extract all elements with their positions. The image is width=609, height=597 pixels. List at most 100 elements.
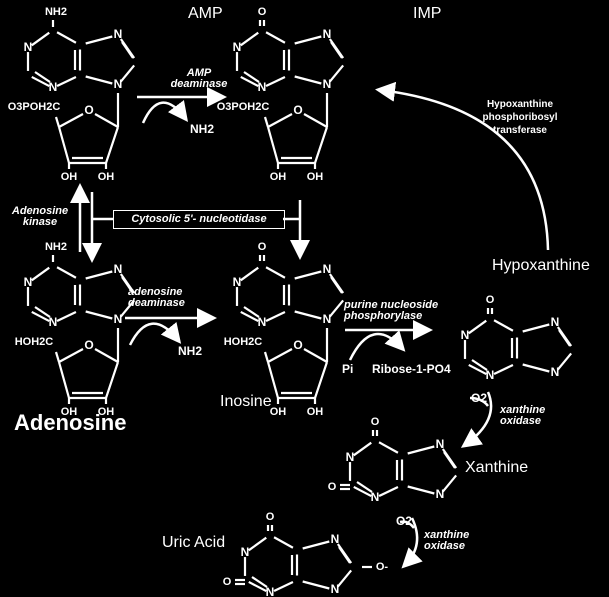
bond [294,270,322,280]
bond [337,569,352,588]
bond [104,126,120,164]
nitrogen-atom: N [323,312,332,326]
bond [338,546,351,564]
bond [31,75,50,88]
hydroxyl-group: OH [307,406,324,418]
bond [273,580,294,593]
phosphate-group: O3POH2C [8,101,61,113]
bond [378,485,399,498]
nitrogen-atom: N [241,545,250,559]
nitrogen-atom: N [323,27,332,41]
amino-group: NH2 [45,241,67,253]
carbonyl-oxygen: O [258,6,267,18]
nitrogen-atom: N [258,80,267,94]
bond [407,445,435,455]
nucleotidase-box: Cytosolic 5'- nucleotidase [113,210,285,229]
nitrogen-atom: N [551,315,560,329]
carbonyl-oxygen: O [223,576,232,588]
bond [294,75,322,85]
bond [85,270,113,280]
bond [248,536,267,552]
bond [56,31,77,44]
bond [265,75,286,88]
bond [522,363,550,373]
imp-label: IMP [413,5,442,22]
bond [493,363,514,376]
bond [265,31,286,44]
bond [120,299,135,318]
amino-group: NH2 [45,6,67,18]
hydroxyl-group: OH [61,171,78,183]
carbonyl-oxygen: O [266,511,275,523]
enzyme-line: oxidase [500,415,541,427]
hydroxyl-group: OH [61,406,78,418]
bond [302,540,330,550]
bond [56,310,77,323]
nitrogen-atom: N [461,328,470,342]
carbonyl-oxygen: O [328,481,337,493]
ribose-phosphate-label: Ribose-1-PO4 [372,362,451,376]
bond [120,64,135,83]
hydroxyl-group: OH [270,406,287,418]
nitrogen-atom: N [331,582,340,596]
bond [557,352,572,371]
bond [522,323,550,333]
nitrogen-atom: N [323,77,332,91]
bond [265,310,286,323]
bond [57,126,71,164]
xanthine-label: Xanthine [465,459,529,476]
hydroxyl-group: OH [270,171,287,183]
oxide-group: O- [376,561,389,573]
ring-oxygen: O [293,338,302,352]
nitrogen-atom: N [114,27,123,41]
nitrogen-atom: N [371,490,380,504]
bond [266,126,280,164]
nitrogen-atom: N [233,275,242,289]
nitrogen-atom: N [266,585,275,597]
bond [94,348,119,363]
bond [104,361,120,399]
bond [378,441,399,454]
bond [294,310,322,320]
bond [313,361,329,399]
xo2-arrow [401,517,423,569]
bond [353,485,372,498]
bond [31,310,50,323]
enzyme-line: Adenosine [11,205,69,217]
enzyme-line: deaminase [128,297,185,309]
bond [443,451,456,469]
nitrogen-atom: N [258,315,267,329]
bond [58,348,84,363]
bond [34,306,51,318]
bond [85,35,113,45]
nitrogen-atom: N [114,262,123,276]
nitrogen-atom: N [114,77,123,91]
bond [251,576,268,588]
enzyme-line: Hypoxanthine [486,99,554,110]
uric-acid-label: Uric Acid [162,534,226,551]
nitrogen-atom: N [486,368,495,382]
bond [330,41,343,59]
hydroxymethyl-group: HOH2C [15,336,54,348]
bond [85,310,113,320]
hypoxanthine-label: Hypoxanthine [492,257,590,274]
bond [240,31,259,47]
nitrogen-atom: N [49,80,58,94]
bond [121,276,134,294]
enzyme-line: purine nucleoside [344,299,439,311]
xo1-arrow [460,391,493,448]
nitrogen-atom: N [346,450,355,464]
bond [85,75,113,85]
bond [302,580,330,590]
bond [468,363,487,376]
nitrogen-atom: N [49,315,58,329]
bond [56,75,77,88]
bond [57,361,71,399]
bond [353,441,372,457]
